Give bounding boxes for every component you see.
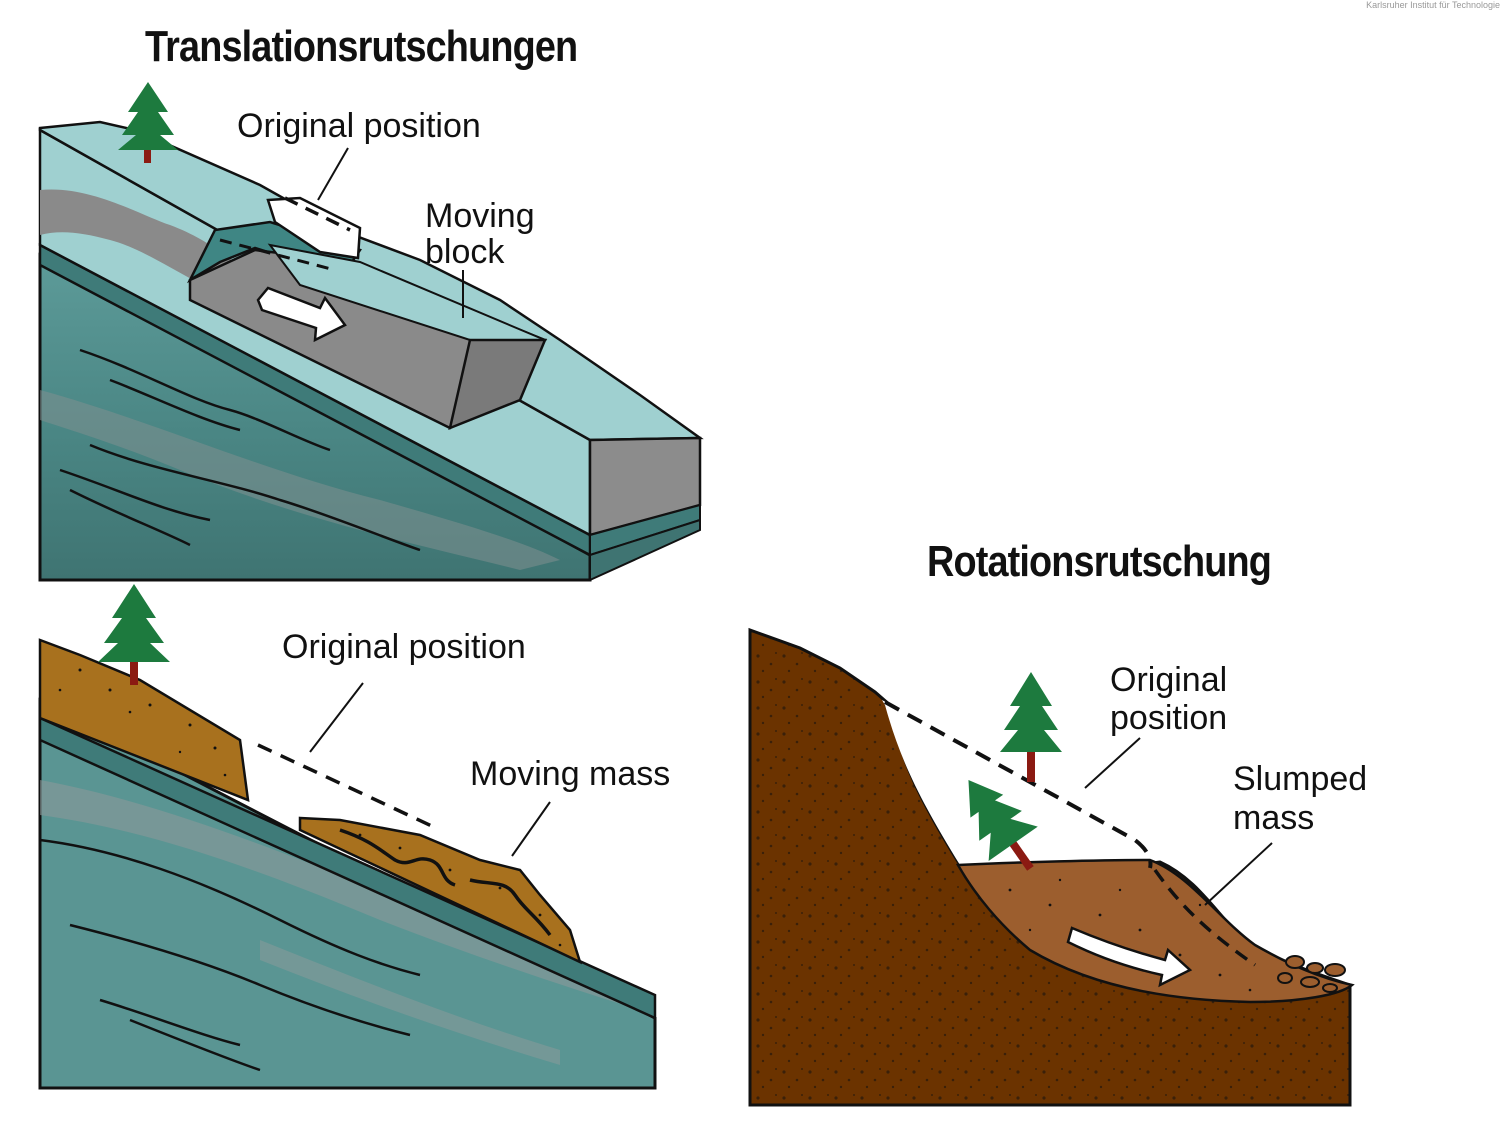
- slumped-mass-label-line1: Slumped: [1233, 760, 1367, 798]
- mass-original-position-label: Original position: [282, 628, 526, 666]
- moving-mass-panel: Original position Moving mass: [40, 584, 670, 1088]
- tree-icon: [1000, 672, 1062, 782]
- slumped-mass-label-line2: mass: [1233, 799, 1314, 837]
- slump-original-label-line2: position: [1110, 699, 1227, 737]
- moving-mass-label: Moving mass: [470, 755, 670, 793]
- moving-block-label-line2: block: [425, 233, 505, 271]
- moving-block-label-line1: Moving: [425, 197, 535, 235]
- slump-panel: Original position Slumped mass: [750, 630, 1367, 1105]
- moving-block-panel: Original position Moving block: [40, 82, 700, 580]
- block-original-position-label: Original position: [237, 107, 481, 145]
- slump-original-label-line1: Original: [1110, 661, 1227, 699]
